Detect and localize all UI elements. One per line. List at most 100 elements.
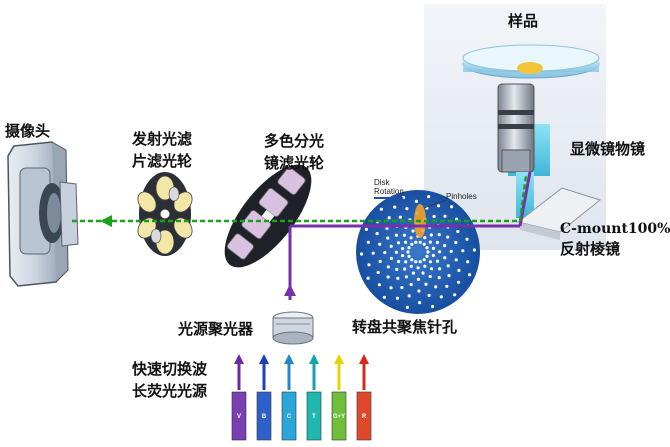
pinhole-dot: [465, 237, 469, 241]
pinhole-dot: [383, 251, 387, 255]
pinhole-dot: [416, 266, 420, 270]
pinhole-dot: [445, 284, 449, 288]
pinhole-dot: [422, 242, 426, 246]
pinhole-dot: [410, 242, 414, 246]
sample-dish-icon: [462, 44, 600, 79]
pinhole-dot: [427, 195, 431, 199]
led-arrowhead-4: [334, 354, 344, 364]
pinhole-dot: [409, 264, 413, 268]
led-label-4: G+Y: [332, 414, 346, 420]
pinhole-dot: [423, 236, 427, 240]
pinhole-dot: [449, 249, 453, 253]
led-box-5: [356, 391, 372, 441]
pinhole-dot: [410, 258, 414, 262]
spinning-disk-icon: [356, 190, 480, 314]
objective-lens-icon: [497, 83, 550, 176]
spinning-disk-label: 转盘共聚焦针孔: [352, 318, 458, 336]
pinhole-dot: [454, 240, 458, 245]
camera-label: 摄像头: [5, 122, 51, 140]
pinhole-dot: [414, 260, 418, 264]
pinhole-dot: [386, 275, 390, 279]
pinhole-dot: [385, 226, 389, 230]
pinhole-dot: [407, 246, 411, 250]
condenser-label: 光源聚光器: [178, 320, 254, 338]
pinhole-dot: [395, 267, 399, 271]
pinhole-dot: [366, 240, 370, 244]
pinhole-dot: [401, 247, 405, 251]
pinhole-dot: [456, 280, 461, 284]
pinhole-dot: [376, 270, 380, 275]
pinhole-dot: [397, 259, 401, 264]
pinhole-dot: [426, 250, 430, 254]
pinhole-dot: [428, 260, 432, 264]
pinhole-dot: [437, 233, 441, 237]
led-arrowhead-0: [234, 354, 244, 364]
pinhole-dot: [421, 271, 425, 275]
pinhole-dot: [387, 216, 391, 220]
pinhole-dot: [435, 259, 440, 263]
pinhole-dot: [443, 214, 447, 218]
pinhole-dot: [461, 249, 465, 253]
led-box-2: [281, 391, 297, 441]
emission-wheel-label-1: 发射光滤: [132, 130, 193, 148]
pinhole-dot: [417, 289, 421, 293]
pinhole-dot: [360, 252, 364, 256]
pinhole-dot: [378, 259, 382, 264]
pinhole-dot: [418, 301, 422, 305]
pinhole-dot: [431, 246, 435, 250]
pinhole-dot: [472, 248, 476, 252]
pinhole-dot: [394, 233, 398, 237]
pinhole-dot: [428, 240, 432, 244]
pinhole-dot: [396, 276, 400, 280]
pinhole-dot: [430, 304, 435, 309]
led-arrowhead-2: [284, 354, 294, 364]
light-source-label-2: 长荧光光源: [132, 382, 208, 400]
pinhole-dot: [457, 268, 461, 272]
pinhole-dot: [375, 232, 379, 236]
pinhole-dot: [454, 258, 458, 262]
prism-icon: [516, 187, 602, 240]
pinhole-dot: [367, 263, 371, 267]
dichroic-wheel-label-2: 镜滤光轮: [264, 154, 325, 172]
pinhole-dot: [386, 265, 390, 269]
dichroic-wheel-label-1: 多色分光: [264, 132, 325, 150]
pinhole-dot: [443, 256, 447, 260]
pinhole-dot: [456, 229, 460, 234]
pinhole-dot: [450, 205, 454, 209]
pinholes-label: Pinholes: [446, 192, 477, 201]
pinhole-dot: [378, 242, 382, 246]
dichroic-filter-wheel-icon: [224, 164, 312, 268]
pinhole-dot: [438, 250, 442, 254]
pinhole-dot: [427, 293, 431, 297]
pinhole-dot: [403, 267, 407, 271]
pinhole-dot: [446, 235, 450, 239]
pinhole-dot: [422, 258, 426, 262]
pinhole-dot: [424, 282, 428, 286]
prism-label-1: C-mount100%: [560, 221, 670, 237]
emission-arrow-left: [100, 215, 112, 227]
pinhole-dot: [432, 214, 436, 219]
pinhole-dot: [404, 260, 408, 264]
pinhole-dot: [437, 276, 441, 280]
objective-label: 显微镜物镜: [570, 140, 646, 158]
led-label-2: C: [286, 414, 292, 420]
pinhole-dot: [364, 227, 368, 231]
pinhole-dot: [401, 254, 405, 258]
pinhole-dot: [429, 233, 433, 237]
pinhole-dot: [411, 229, 415, 233]
pinhole-dot: [435, 240, 439, 245]
emission-wheel-label-2: 片滤光轮: [132, 152, 193, 170]
pinhole-dot: [404, 275, 408, 279]
pinhole-dot: [468, 273, 472, 277]
pinhole-dot: [389, 244, 393, 248]
led-label-3: T: [312, 414, 316, 420]
led-label-5: R: [361, 414, 367, 420]
pinhole-dot: [438, 267, 442, 271]
pinhole-dot: [407, 294, 411, 298]
pinhole-dot: [425, 254, 429, 258]
disk-rotation-label-2: Rotation: [374, 187, 404, 196]
pinhole-dot: [446, 264, 450, 268]
pinhole-dot: [443, 244, 447, 248]
pinhole-dot: [431, 253, 435, 257]
